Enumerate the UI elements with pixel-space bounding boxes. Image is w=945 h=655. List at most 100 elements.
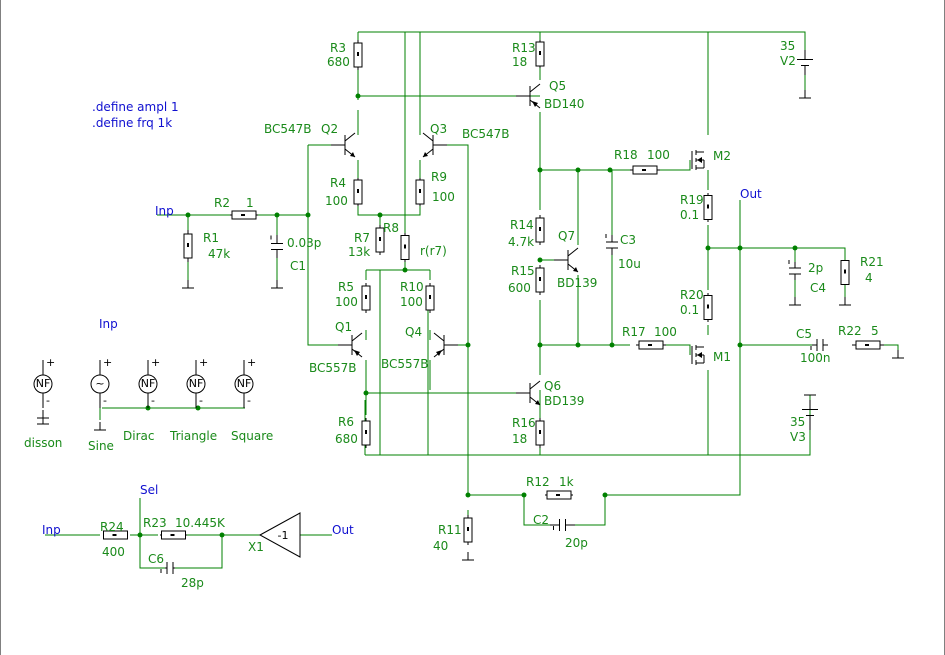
value-r18: 100 [647, 148, 670, 162]
value-r17: 100 [654, 325, 677, 339]
resistor-r17[interactable] [638, 340, 664, 350]
value-r22: 5 [871, 324, 879, 338]
generator-square[interactable]: NF [234, 374, 254, 394]
resistor-r1[interactable] [183, 233, 193, 259]
resistor-r18[interactable] [632, 165, 658, 175]
value-r9: 100 [432, 190, 455, 204]
value-r5: 100 [335, 295, 358, 309]
supply-v3[interactable] [802, 409, 818, 416]
model-q5: BD140 [544, 97, 584, 111]
resistor-r16[interactable] [535, 420, 545, 446]
transistor-q1[interactable] [338, 332, 363, 358]
resistor-r23[interactable] [161, 530, 186, 540]
resistor-r3[interactable] [353, 42, 363, 68]
transistor-q5[interactable] [516, 83, 541, 109]
capacitor-c1[interactable] [270, 235, 283, 250]
resistor-r9[interactable] [415, 179, 425, 205]
ref-r17: R17 [622, 325, 646, 339]
resistor-r20[interactable] [703, 295, 713, 320]
ref-m2: M2 [713, 149, 731, 163]
resistor-r15[interactable] [535, 267, 545, 293]
value-r12: 1k [559, 475, 574, 489]
ref-q5: Q5 [549, 79, 566, 93]
ref-r14: R14 [510, 218, 534, 232]
resistor-r13[interactable] [535, 41, 545, 67]
ref-r21: R21 [860, 255, 884, 269]
ref-r16: R16 [512, 416, 536, 430]
model-q7: BD139 [557, 276, 597, 290]
supply-v2[interactable] [797, 59, 813, 66]
transistor-q7[interactable] [554, 247, 579, 273]
ground-symbol [271, 280, 283, 289]
directive-frq: .define frq 1k [92, 116, 172, 130]
mosfet-m1[interactable] [691, 345, 705, 365]
generator-triangle[interactable]: NF [186, 374, 206, 394]
resistor-r7[interactable] [375, 227, 385, 253]
ref-q1: Q1 [335, 320, 352, 334]
resistor-r4[interactable] [353, 179, 363, 205]
resistor-r11[interactable] [463, 517, 473, 543]
value-r24: 400 [102, 545, 125, 559]
ground-symbol [839, 297, 851, 306]
value-r19: 0.1 [680, 208, 699, 222]
value-c2: 20p [565, 536, 588, 550]
capacitor-c2[interactable] [553, 519, 566, 531]
resistor-r10[interactable] [425, 285, 435, 311]
capacitor-c5[interactable] [810, 339, 824, 351]
labels: +-+-+-+-+-.define ampl 1.define frq 1kIn… [24, 39, 884, 590]
ref-r13: R13 [512, 41, 536, 55]
capacitor-c4[interactable] [788, 260, 801, 275]
ref-r12: R12 [526, 475, 550, 489]
resistor-r22[interactable] [855, 340, 881, 350]
value-r4: 100 [325, 194, 348, 208]
generator-sine[interactable]: ~ [90, 374, 110, 394]
value-c6: 28p [181, 576, 204, 590]
value-r20: 0.1 [680, 303, 699, 317]
capacitor-c6[interactable] [160, 562, 174, 574]
transistor-q4[interactable] [433, 332, 458, 358]
resistor-r24[interactable] [103, 530, 128, 540]
pin-plus: + [247, 356, 256, 369]
resistor-r14[interactable] [535, 217, 545, 243]
value-v2: 35 [780, 39, 795, 53]
ref-r5: R5 [338, 280, 354, 294]
resistor-r6[interactable] [361, 420, 371, 446]
value-r13: 18 [512, 55, 527, 69]
generator-symbol: NF [141, 377, 156, 390]
resistor-r8[interactable] [400, 235, 410, 260]
ref-r22: R22 [838, 324, 862, 338]
net-label-out: Out [332, 523, 354, 537]
resistor-r21[interactable] [840, 260, 850, 285]
resistor-r12[interactable] [546, 490, 572, 500]
pin-plus: + [151, 356, 160, 369]
resistor-r2[interactable] [231, 210, 257, 220]
model-q4: BC557B [381, 357, 429, 371]
resistor-r19[interactable] [703, 195, 713, 220]
pin-minus: - [46, 394, 50, 407]
mosfet-m2[interactable] [691, 150, 705, 170]
pin-minus: - [151, 394, 155, 407]
resistor-r5[interactable] [361, 285, 371, 311]
ground-symbol [37, 416, 49, 425]
generator-name-dirac: Dirac [123, 429, 154, 443]
transistor-q3[interactable] [422, 132, 447, 158]
generator-dirac[interactable]: NF [138, 374, 158, 394]
ref-r10: R10 [400, 280, 424, 294]
generator-disson[interactable]: NF [33, 374, 53, 394]
value-r1: 47k [208, 247, 230, 261]
ground-symbol [462, 552, 474, 561]
value-r8: r(r7) [420, 244, 447, 258]
directive-ampl: .define ampl 1 [92, 100, 179, 114]
capacitor-c3[interactable] [605, 234, 618, 249]
amplifier-gain: -1 [278, 529, 289, 542]
ref-r18: R18 [614, 148, 638, 162]
value-r3: 680 [327, 55, 350, 69]
transistor-q2[interactable] [331, 132, 356, 158]
inverting-amplifier-x1[interactable]: -1 [258, 512, 301, 558]
model-q3: BC547B [462, 127, 510, 141]
transistor-q6[interactable] [516, 380, 541, 406]
components[interactable]: -1 NF ~ NF NF NF [33, 41, 904, 574]
generator-symbol: NF [237, 377, 252, 390]
ref-c5: C5 [796, 327, 812, 341]
